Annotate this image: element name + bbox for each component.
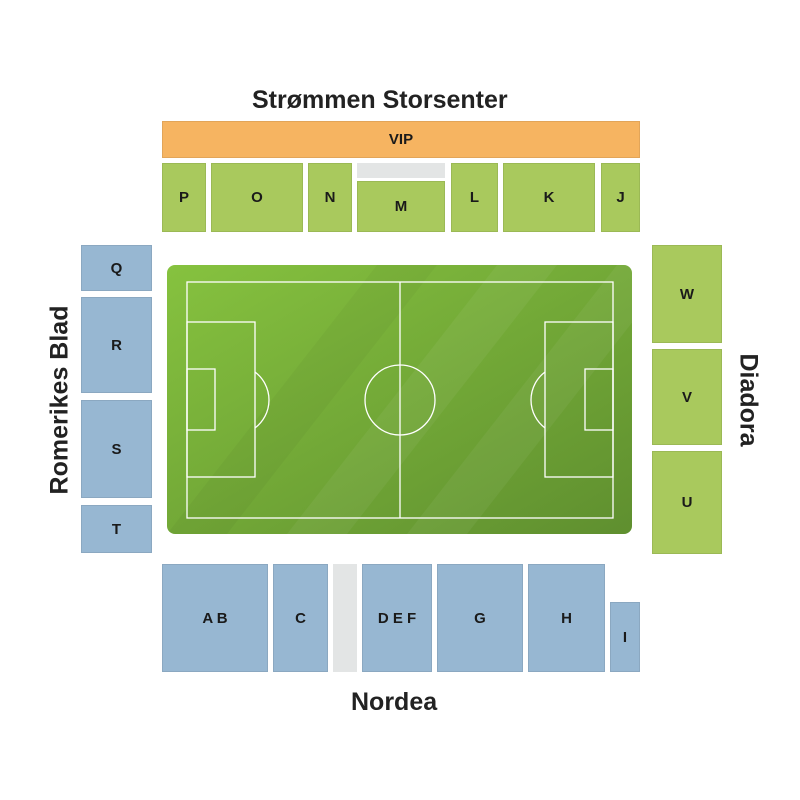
stand-title-north: Strømmen Storsenter: [252, 86, 508, 114]
pitch-stripe: [407, 265, 632, 534]
section-p[interactable]: P: [162, 163, 206, 232]
section-s[interactable]: S: [81, 400, 152, 498]
penalty-arc-left: [254, 371, 270, 429]
football-pitch: [167, 265, 632, 534]
center-circle: [364, 364, 436, 436]
walkway-south: [333, 564, 357, 672]
section-o[interactable]: O: [211, 163, 303, 232]
section-m[interactable]: M: [357, 181, 445, 232]
stand-title-east: Diadora: [734, 353, 763, 447]
section-w[interactable]: W: [652, 245, 722, 343]
section-vip[interactable]: VIP: [162, 121, 640, 158]
penalty-arc-right: [530, 371, 546, 429]
pitch-stripe: [287, 265, 557, 534]
section-h[interactable]: H: [528, 564, 605, 672]
goal-box-right: [584, 368, 614, 431]
stand-title-west: Romerikes Blad: [45, 305, 74, 495]
stand-title-south: Nordea: [351, 688, 438, 716]
section-j[interactable]: J: [601, 163, 640, 232]
section-def[interactable]: D E F: [362, 564, 432, 672]
goal-box-left: [186, 368, 216, 431]
walkway-north: [357, 163, 445, 178]
section-u[interactable]: U: [652, 451, 722, 554]
section-k[interactable]: K: [503, 163, 595, 232]
section-ab[interactable]: A B: [162, 564, 268, 672]
section-i[interactable]: I: [610, 602, 640, 672]
section-t[interactable]: T: [81, 505, 152, 553]
section-r[interactable]: R: [81, 297, 152, 393]
section-g[interactable]: G: [437, 564, 523, 672]
section-c[interactable]: C: [273, 564, 328, 672]
section-v[interactable]: V: [652, 349, 722, 445]
section-n[interactable]: N: [308, 163, 352, 232]
section-l[interactable]: L: [451, 163, 498, 232]
section-q[interactable]: Q: [81, 245, 152, 291]
